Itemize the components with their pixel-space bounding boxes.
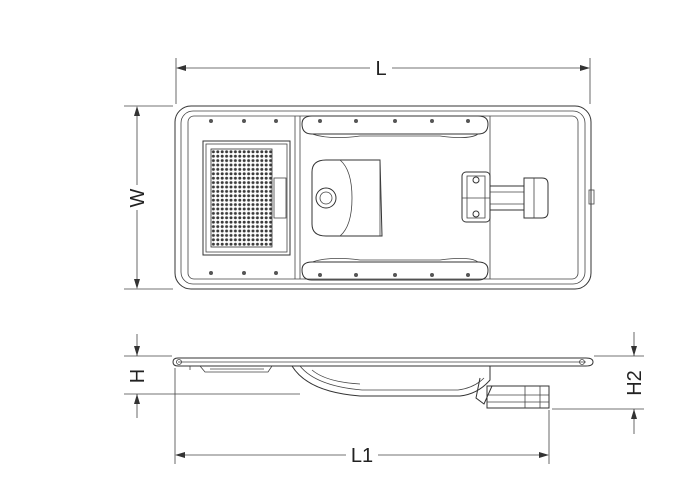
led-panel-connector [273,177,287,219]
bracket-bolt [472,176,480,184]
side-bracket-joint [475,377,493,405]
arrow-icon [176,65,186,71]
sensor-lens-inner [319,191,333,205]
sensor-module-curve [339,159,353,237]
dimension-label-w: W [127,188,149,207]
led-panel-frame [202,140,291,256]
top-bar-edge [311,133,479,138]
housing-end-tab [588,189,595,205]
side-battery-housing [291,365,491,397]
arrow-icon [631,409,637,419]
top-handle-bar [301,115,489,135]
side-bracket-arm [486,385,550,409]
arrow-icon [134,106,140,116]
screw [354,273,358,277]
arrow-icon [539,452,549,458]
screw [466,273,470,277]
length-dimension: L [175,58,591,104]
sensor-lens-icon [315,187,337,209]
screw [209,271,213,275]
bracket-height-dimension: H2 [552,332,646,434]
housing-inner-rim [180,110,586,285]
screw [393,119,397,123]
top-view [174,105,595,290]
side-led-strip [199,365,273,373]
screw [430,119,434,123]
screw [274,271,278,275]
screw [242,119,246,123]
sensor-module [311,159,383,237]
side-body-top [172,357,594,367]
screw [318,119,322,123]
screw [274,119,278,123]
side-end-hole [579,359,585,365]
side-battery-housing-inner [299,365,485,391]
screw [209,119,213,123]
arrow-icon [134,394,140,404]
side-end-hole [176,359,182,365]
bracket-end-cap [523,177,549,219]
bottom-bar-edge [311,258,479,263]
arrow-icon [580,65,590,71]
arrow-icon [134,279,140,289]
dimension-label-h2: H2 [624,370,646,396]
side-sensor-curve [311,369,361,385]
arrow-icon [631,346,637,356]
side-view [172,357,594,409]
bracket-bolt [472,210,480,218]
bracket-clamp-inner [466,175,486,219]
bottom-handle-bar [301,261,489,281]
arrow-icon [175,452,185,458]
led-array [210,148,273,248]
height-dimension: H [124,334,300,418]
screw [430,273,434,277]
led-panel-inner [205,143,288,253]
overall-length-dimension: L1 [174,368,550,467]
screw [354,119,358,123]
dimension-label-h: H [127,369,149,383]
housing-outline [174,105,592,290]
bracket-arm [489,185,525,211]
arrow-icon [134,346,140,356]
screw [242,271,246,275]
dimension-label-l1: L1 [351,445,373,467]
screw [466,119,470,123]
screw [393,273,397,277]
dimension-label-l: L [375,58,386,80]
bracket-clamp [461,171,491,223]
screw [318,273,322,277]
width-dimension: W [124,105,173,290]
